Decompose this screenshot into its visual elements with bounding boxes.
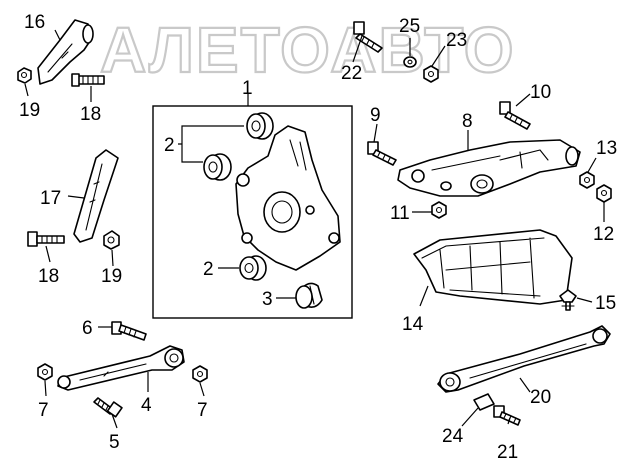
callout-3: 3 [262, 289, 273, 310]
callout-23: 23 [446, 30, 467, 51]
callout-numbers: 16 19 18 17 18 19 1 2 2 3 6 7 4 7 5 25 2… [19, 12, 617, 463]
part-8-arm [397, 139, 581, 197]
callout-25: 25 [399, 16, 420, 37]
part-7-nut-right [192, 365, 208, 383]
callout-17: 17 [40, 188, 61, 209]
callout-15: 15 [595, 293, 616, 314]
callout-7-right: 7 [197, 400, 208, 421]
part-1-knuckle [235, 125, 341, 271]
callout-7-left: 7 [38, 400, 49, 421]
part-24-washer [473, 393, 495, 411]
part-25-washer [403, 56, 417, 68]
part-19-nut-top [17, 67, 32, 84]
part-22-bolt [353, 21, 383, 53]
callout-19-left: 19 [101, 266, 122, 287]
callout-6: 6 [82, 318, 93, 339]
knuckle-assembly-box [152, 105, 353, 319]
callout-19-top: 19 [19, 100, 40, 121]
watermark-text: АЛЕТОАВТО [100, 14, 516, 86]
part-6-bolt [111, 321, 147, 341]
part-5-bolt [93, 397, 123, 418]
part-3-bushing [295, 282, 323, 309]
callout-13: 13 [596, 138, 617, 159]
callout-11: 11 [390, 203, 410, 224]
callout-20: 20 [530, 387, 551, 408]
part-12-nut [596, 184, 612, 203]
part-11-nut [431, 201, 447, 219]
callout-21: 21 [497, 442, 518, 463]
leader-lines [24, 29, 605, 429]
part-23-nut [423, 65, 439, 83]
part-10-bolt [499, 101, 531, 130]
callout-8: 8 [462, 111, 473, 132]
callout-24: 24 [442, 426, 464, 447]
callout-18-top: 18 [80, 104, 101, 125]
part-2-bushing-top [246, 112, 274, 140]
part-17-link [73, 149, 119, 243]
callout-4: 4 [141, 395, 152, 416]
callout-12: 12 [593, 224, 614, 245]
callout-14: 14 [402, 314, 424, 335]
callout-18-left: 18 [38, 266, 59, 287]
part-2-bushing-mid [203, 153, 232, 181]
callout-10: 10 [530, 82, 551, 103]
callout-2-low: 2 [203, 259, 214, 280]
callout-1: 1 [242, 78, 253, 99]
part-9-bolt [367, 141, 397, 166]
part-18-bolt-top [71, 73, 105, 87]
callout-5: 5 [109, 432, 120, 453]
part-21-bolt [493, 405, 521, 426]
part-18-bolt-left [27, 231, 65, 247]
part-14-shield [413, 229, 573, 305]
part-15-clip [559, 289, 577, 311]
part-13-nut [579, 171, 595, 189]
part-19-nut-left [103, 230, 120, 250]
callout-16: 16 [24, 12, 45, 33]
callout-9: 9 [370, 105, 381, 126]
part-7-nut-left [37, 363, 53, 381]
part-4-link [57, 345, 185, 391]
callout-22: 22 [341, 63, 362, 84]
part-20-link [437, 325, 611, 393]
callout-2-top: 2 [164, 135, 175, 156]
part-16-bracket [37, 19, 94, 85]
part-2-bushing-low [239, 255, 267, 281]
